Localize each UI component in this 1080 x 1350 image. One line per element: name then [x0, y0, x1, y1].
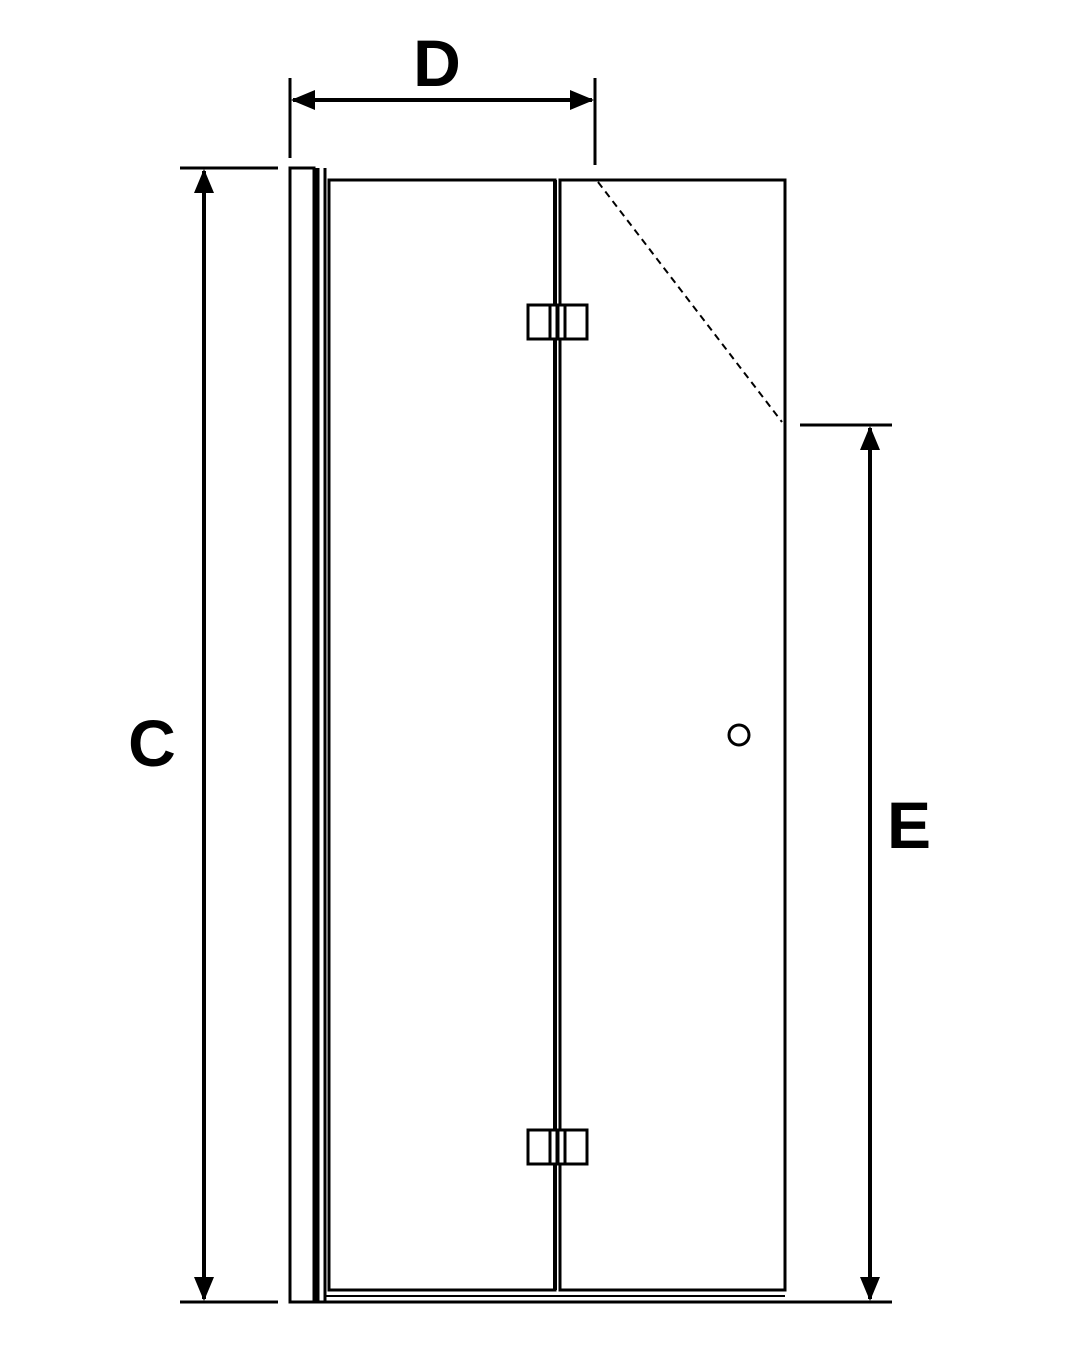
dimension-c-label: C [128, 706, 176, 780]
door-knob-icon [727, 723, 751, 747]
fixed-glass-panel [327, 178, 557, 1292]
corner-cut-dashed-line [597, 181, 783, 423]
dimension-d-label: D [413, 26, 461, 100]
lower-hinge-icon [526, 1128, 589, 1166]
upper-hinge-icon [526, 303, 589, 341]
dimension-d [288, 78, 597, 165]
folding-door-panel [558, 178, 787, 1292]
dimension-e-label: E [887, 788, 931, 862]
wall-profile [288, 166, 327, 1304]
dimension-e [800, 423, 892, 1301]
dimension-c [180, 166, 278, 1304]
